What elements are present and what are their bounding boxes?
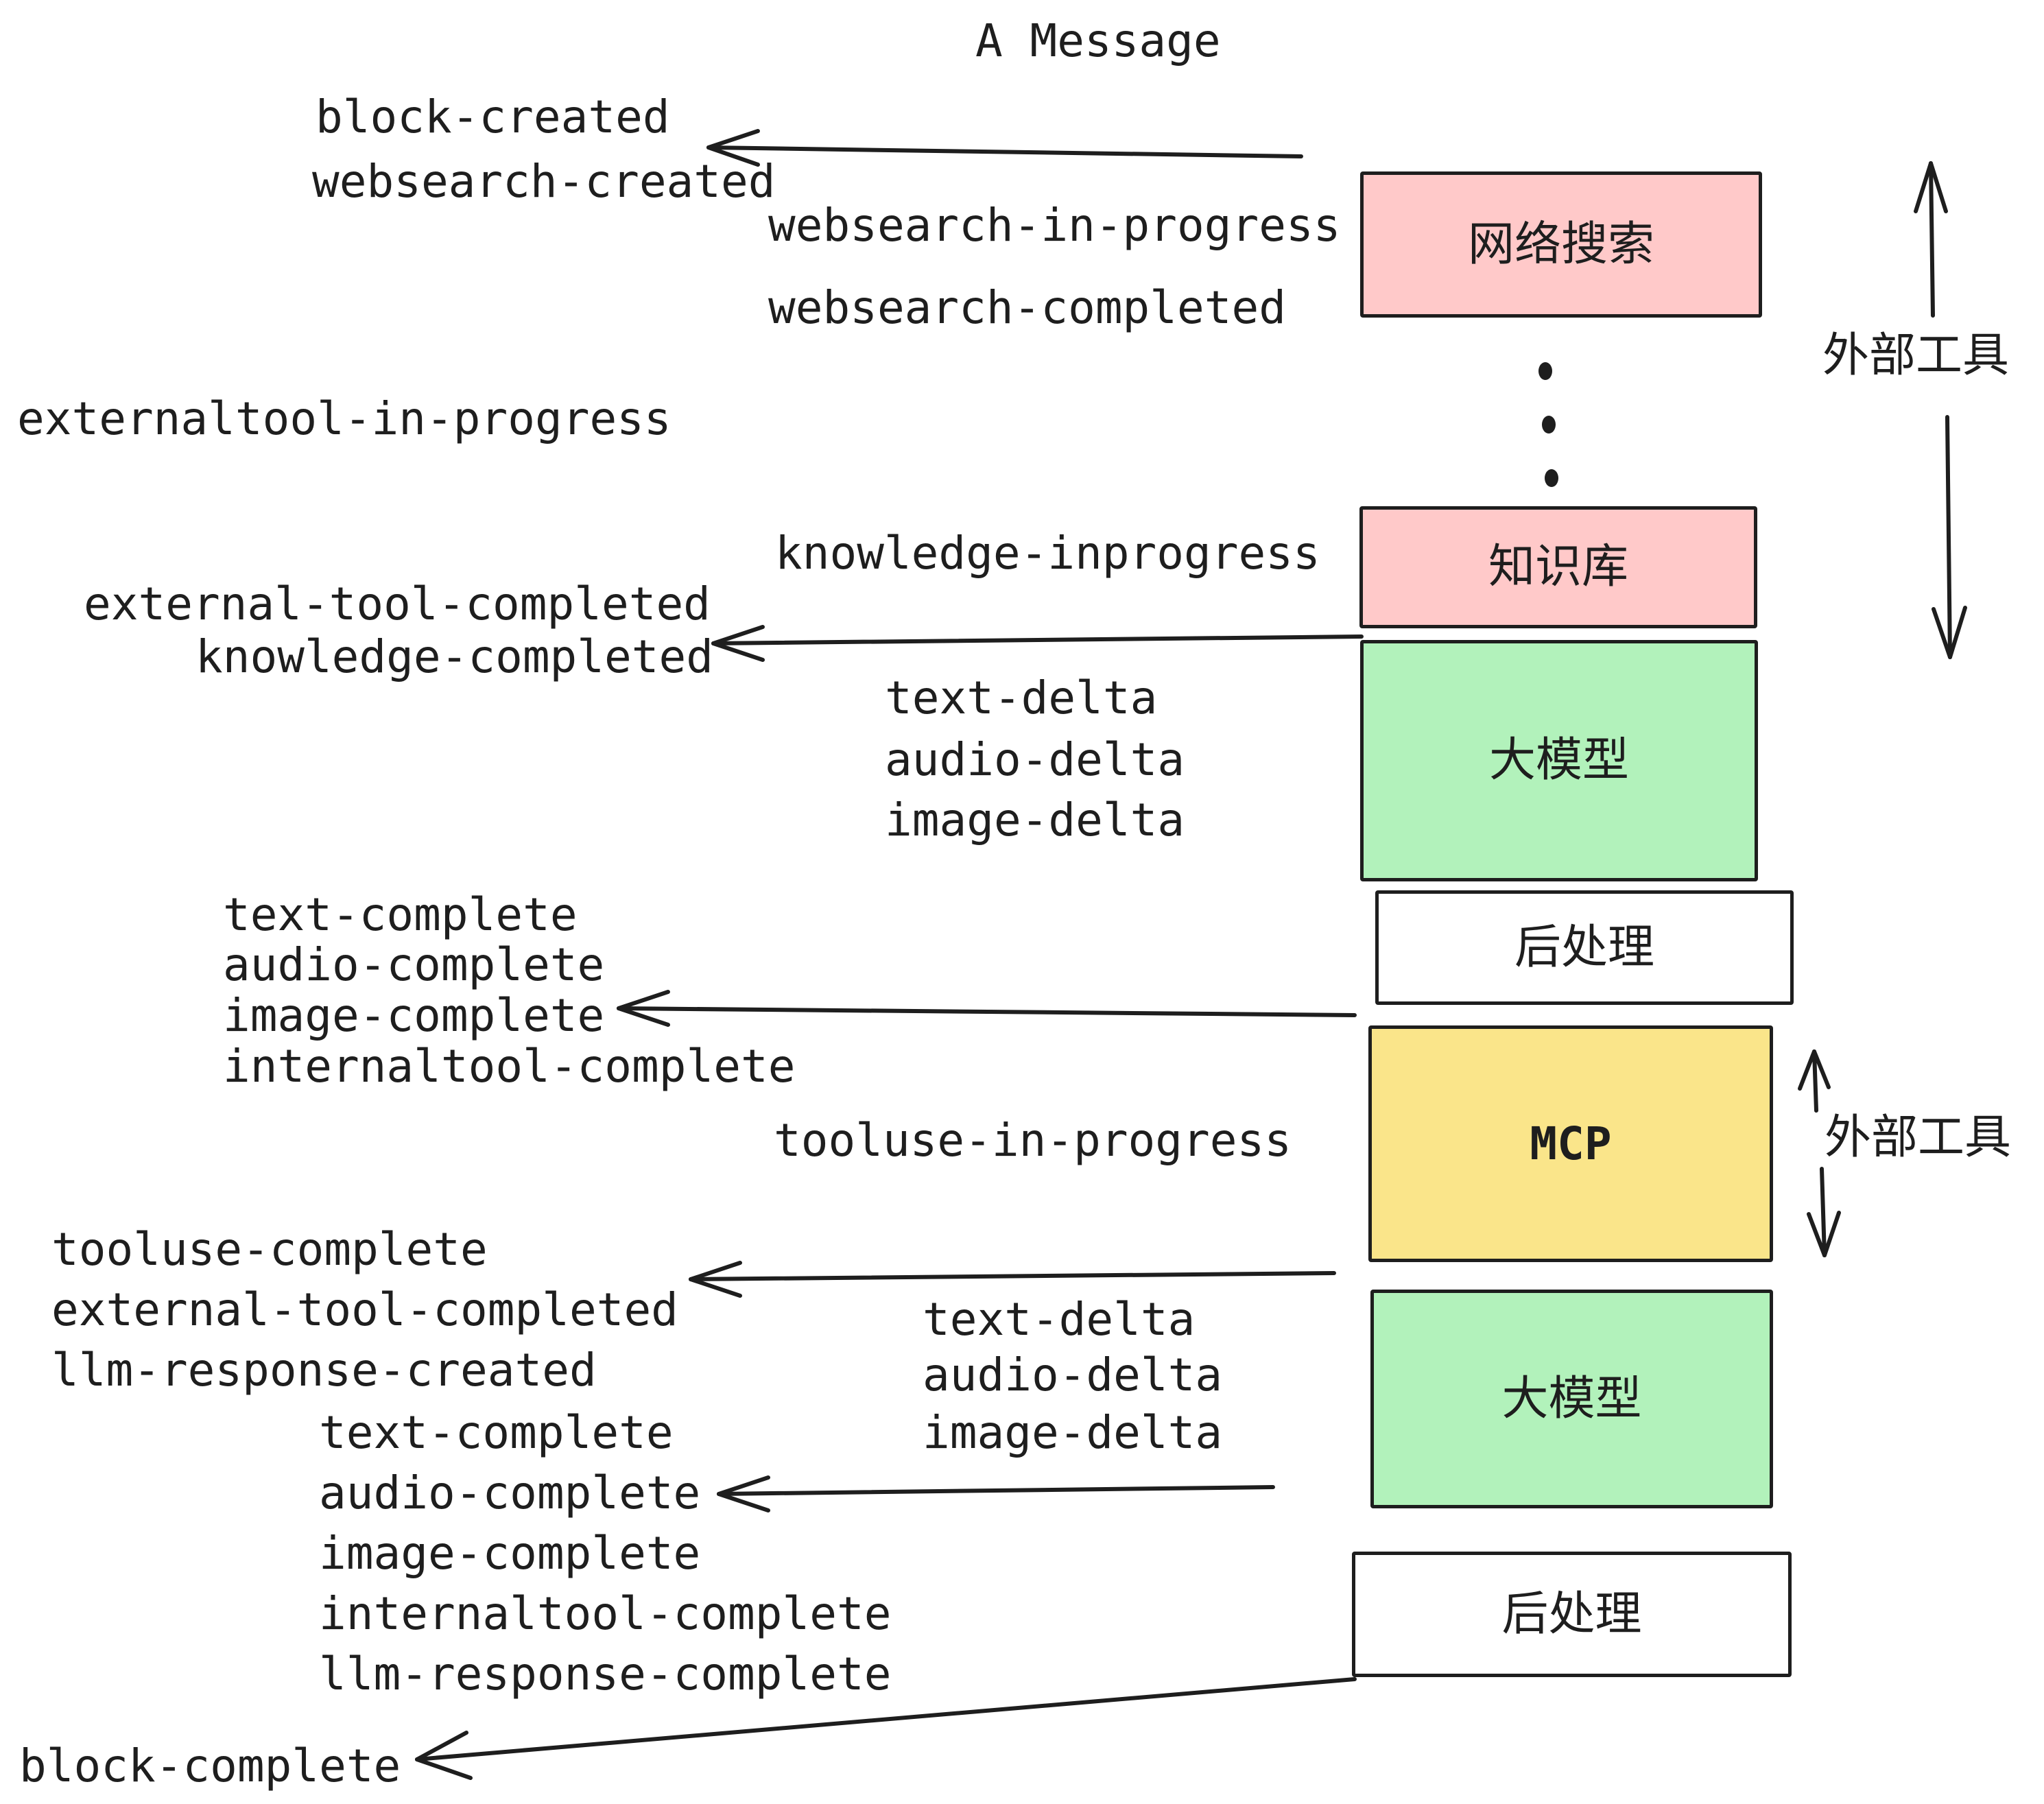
node-llm-1: 大模型 — [1360, 640, 1758, 881]
node-knowledge-label: 知识库 — [1488, 540, 1628, 595]
event-label-audio-delta-1: audio-delta — [885, 733, 1185, 786]
external-tools-label-mcp: 外部工具 — [1825, 1111, 2012, 1165]
external-tools-up-arrow-icon — [1914, 161, 1948, 318]
event-label-tooluse-complete: tooluse-complete — [51, 1223, 488, 1276]
event-label-text-delta-1: text-delta — [885, 672, 1158, 724]
event-label-websearch-completed: websearch-completed — [768, 281, 1286, 334]
event-label-knowledge-inprogress: knowledge-inprogress — [775, 527, 1320, 580]
arrow-mcp-to-tooluse-complete-icon — [689, 1261, 1336, 1298]
node-websearch-label: 网络搜索 — [1467, 217, 1654, 272]
node-post-1-label: 后处理 — [1514, 920, 1654, 975]
event-label-externaltool-in-progress: externaltool-in-progress — [17, 392, 672, 445]
arrow-llm2-to-audio-complete-icon — [717, 1475, 1275, 1512]
arrow-knowledge-to-completed-icon — [711, 625, 1364, 662]
node-mcp-label: MCP — [1530, 1117, 1612, 1170]
external-tools-label-top: 外部工具 — [1822, 329, 2010, 383]
event-label-websearch-created: websearch-created — [312, 155, 776, 208]
event-label-llm-response-created: llm-response-created — [51, 1344, 597, 1397]
event-label-text-complete-1: text-complete — [223, 888, 578, 941]
event-label-internaltool-complete-2: internaltool-complete — [319, 1587, 892, 1640]
node-post-2-label: 后处理 — [1501, 1587, 1642, 1641]
arrow-post1-to-complete-icon — [617, 990, 1357, 1027]
node-post-2: 后处理 — [1352, 1552, 1792, 1677]
ellipsis-dot-1 — [1538, 362, 1552, 380]
event-label-text-complete-2: text-complete — [319, 1406, 674, 1459]
event-label-llm-response-complete: llm-response-complete — [319, 1648, 892, 1700]
event-label-image-delta-2: image-delta — [923, 1406, 1223, 1459]
external-tools-down-arrow-icon — [1932, 415, 1967, 659]
event-label-audio-complete-1: audio-complete — [223, 938, 605, 991]
event-label-image-complete-2: image-complete — [319, 1527, 701, 1580]
ellipsis-dot-3 — [1545, 469, 1558, 487]
node-llm-2: 大模型 — [1370, 1290, 1773, 1508]
event-label-external-tool-completed-2: external-tool-completed — [51, 1283, 678, 1336]
event-label-block-created: block-created — [316, 91, 670, 143]
event-label-image-complete-1: image-complete — [223, 989, 605, 1042]
node-llm-2-label: 大模型 — [1501, 1371, 1642, 1426]
node-websearch: 网络搜索 — [1360, 171, 1762, 318]
arrow-websearch-to-block-created-icon — [706, 129, 1303, 167]
mcp-external-tools-up-arrow-icon — [1798, 1049, 1831, 1113]
event-label-external-tool-completed-1: external-tool-completed — [84, 578, 711, 630]
ellipsis-dot-2 — [1542, 416, 1556, 434]
event-label-text-delta-2: text-delta — [923, 1293, 1196, 1346]
event-label-image-delta-1: image-delta — [885, 794, 1185, 846]
event-label-internaltool-complete-1: internaltool-complete — [223, 1040, 796, 1093]
event-label-websearch-in-progress: websearch-in-progress — [768, 199, 1341, 252]
node-knowledge: 知识库 — [1359, 506, 1757, 628]
node-post-1: 后处理 — [1375, 890, 1794, 1005]
mcp-external-tools-down-arrow-icon — [1807, 1167, 1841, 1257]
page-title: A Message — [975, 14, 1221, 67]
event-label-audio-delta-2: audio-delta — [923, 1349, 1223, 1401]
event-label-block-complete: block-complete — [19, 1740, 401, 1792]
event-label-audio-complete-2: audio-complete — [319, 1467, 701, 1519]
arrow-post2-to-block-complete-icon — [415, 1677, 1357, 1780]
node-llm-1-label: 大模型 — [1488, 733, 1629, 788]
event-label-tooluse-in-progress: tooluse-in-progress — [774, 1114, 1292, 1167]
node-mcp: MCP — [1368, 1025, 1773, 1262]
event-label-knowledge-completed: knowledge-completed — [195, 630, 713, 683]
